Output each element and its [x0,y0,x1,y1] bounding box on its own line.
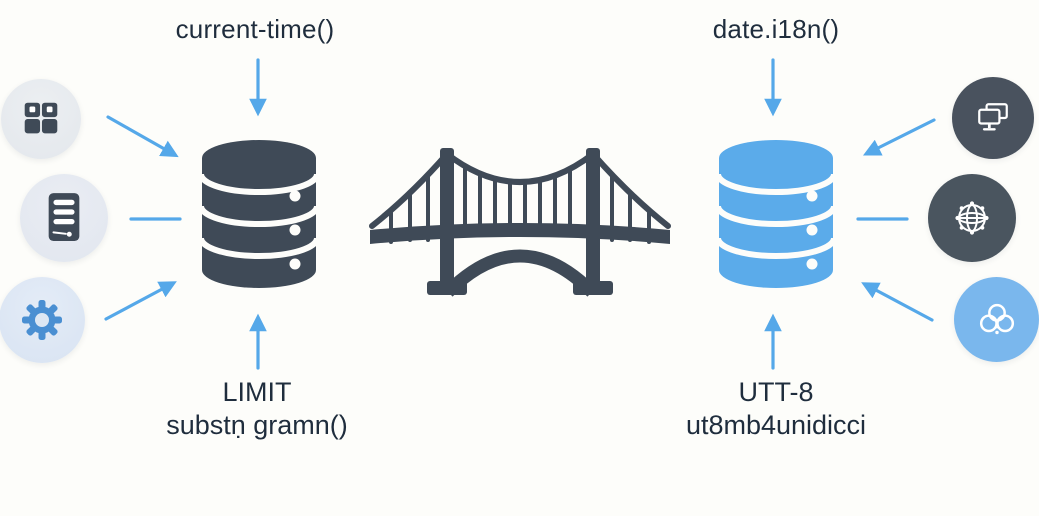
label-block-right: UTT-8 ut8mb4unidicci [686,376,866,442]
label-block-left: LIMIT substṇ gramn() [166,376,348,442]
gear-circle [0,277,85,363]
label-utf8mb4: ut8mb4unidicci [685,410,867,440]
label-date-i18n: date.i18n() [712,14,840,44]
globe-network-circle [928,174,1016,262]
arrow-left-bottom-diagonal [104,281,177,321]
arrow-right-bottom-diagonal [861,282,934,322]
monitors-circle [952,77,1034,159]
label-substr-gramn: substṇ gramn() [166,410,348,440]
app-grid-circle [1,79,81,159]
label-limit: LIMIT [222,377,292,407]
cloud-cluster-circle [954,277,1039,362]
server-icon [48,193,80,241]
globe-network-icon [955,201,989,235]
monitors-icon [978,103,1008,131]
app-grid-icon [24,102,58,134]
cloud-cluster-icon [979,303,1014,334]
server-circle [20,174,108,262]
gear-icon [22,300,62,340]
label-utf8: UTT-8 [738,377,814,407]
arrow-right-top-diagonal [862,118,936,156]
database-right [716,140,836,288]
database-left [199,140,319,288]
label-current-time: current-time() [175,14,335,44]
arrow-left-top-diagonal [106,115,179,158]
bridge-icon [369,148,671,297]
